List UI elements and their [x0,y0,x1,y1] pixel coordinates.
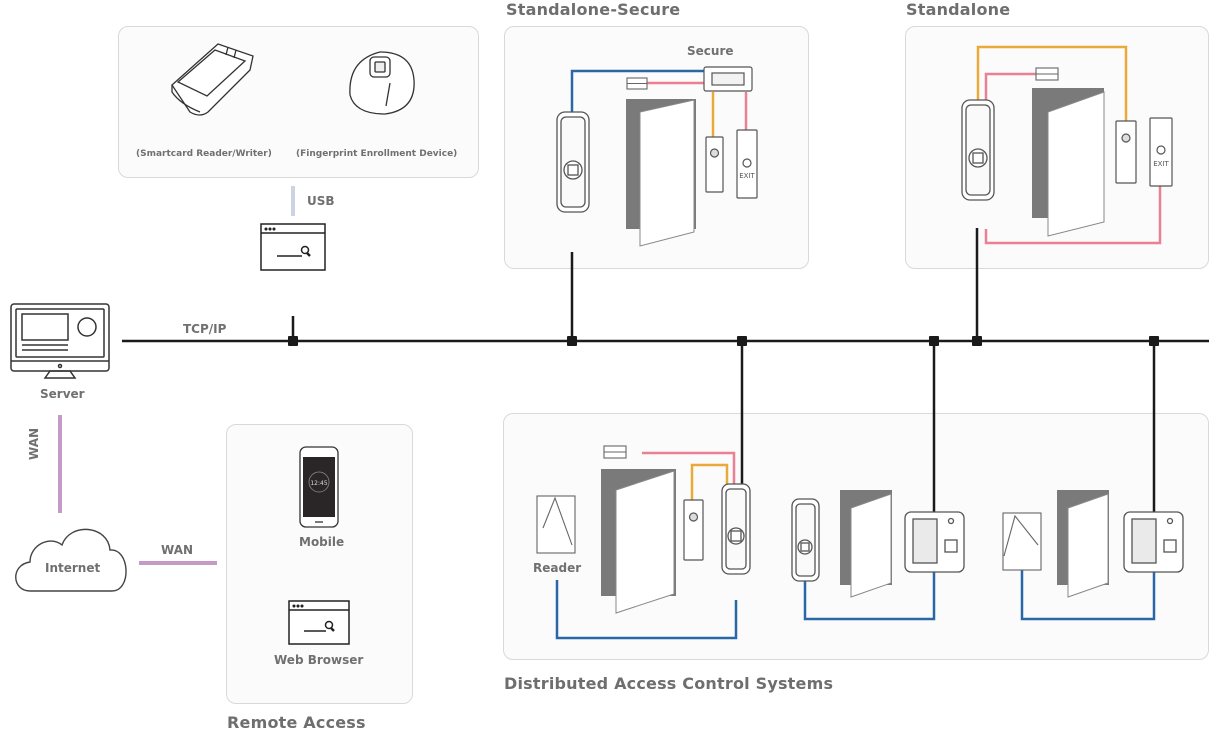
standalone-wiring [976,45,1162,245]
server-monitor-icon [10,303,110,379]
biometric-reader-device-icon [721,483,751,575]
biometric-reader-device-icon [556,111,590,213]
smartcard-reader-icon [171,43,254,116]
wan-vertical-label: WAN [27,427,41,460]
fingerprint-device-label: (Fingerprint Enrollment Device) [296,149,458,159]
door-icon [626,99,696,247]
mobile-screen-time: 12:45 [310,480,327,487]
junction-node [972,336,982,346]
junction-node [567,336,577,346]
standalone-secure-wiring [570,69,748,138]
tcpip-label: TCP/IP [183,322,227,336]
exit-button-icon [1149,117,1173,187]
junction-node [929,336,939,346]
junction-node [737,336,747,346]
secure-module-icon [703,66,753,92]
browser-window-icon [288,600,350,645]
door-lock-icon [626,77,648,90]
door-sensor-icon [1115,120,1137,184]
internet-cloud-icon [15,528,127,592]
biometric-reader-device-icon [791,498,820,582]
exit-button-icon [736,129,758,199]
door-icon [1057,490,1109,598]
biometric-reader-device-icon [961,99,995,201]
browser-window-icon [260,223,326,271]
distributed-title: Distributed Access Control Systems [504,674,834,693]
standalone-secure-title: Standalone-Secure [506,0,681,19]
standalone-title: Standalone [906,0,1011,19]
secure-module-label: Secure [687,44,734,58]
junction-node [1149,336,1159,346]
door-sensor-icon [705,136,724,193]
door-icon [840,490,892,598]
web-browser-label[interactable]: Web Browser [274,653,364,667]
reader-label: Reader [533,561,582,575]
door-icon [1032,88,1105,237]
fingerprint-scanner-icon [349,51,415,115]
enrollment-devices-panel [118,26,479,178]
server-label: Server [40,387,85,401]
face-terminal-icon [904,511,965,573]
smartcard-reader-label: (Smartcard Reader/Writer) [136,149,272,159]
card-reader-icon [1002,512,1042,571]
usb-label: USB [307,194,335,208]
door-lock-icon [1035,67,1059,81]
mobile-label[interactable]: Mobile [299,535,345,549]
exit-label: EXIT [739,172,755,180]
internet-label: Internet [45,561,101,575]
door-sensor-icon [683,499,704,561]
door-icon [601,469,676,614]
smartphone-icon: 12:45 [299,446,339,528]
junction-node [288,336,298,346]
remote-access-title: Remote Access [227,713,366,732]
door-lock-icon [603,445,627,459]
face-terminal-icon [1123,511,1184,573]
wan-horizontal-label: WAN [161,543,194,557]
exit-label: EXIT [1153,160,1169,168]
card-reader-icon [536,495,576,554]
distributed-wiring [555,451,1156,640]
